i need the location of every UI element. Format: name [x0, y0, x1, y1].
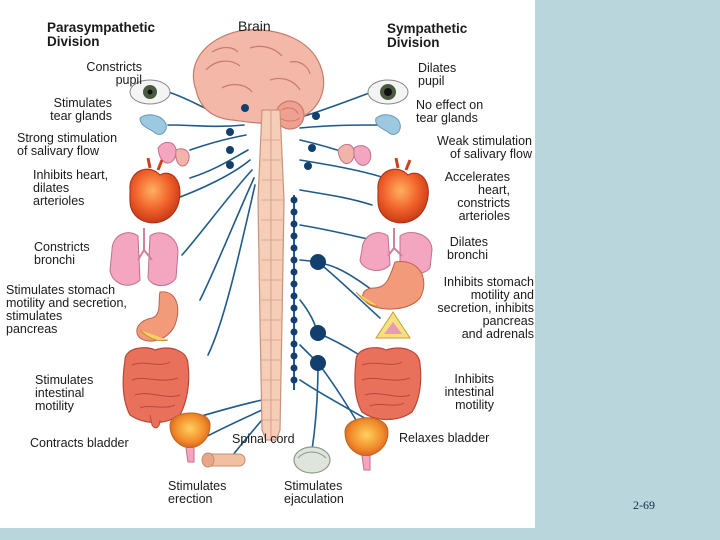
symp-label-bladder: Relaxes bladder [399, 431, 490, 445]
left-eye [129, 79, 171, 105]
para-label-bladder: Contracts bladder [30, 436, 129, 450]
para-label-salivary: Strong stimulation of salivary flow [17, 131, 118, 158]
para-label-tear-glands: Stimulates tear glands [50, 96, 112, 123]
right-stomach [355, 261, 425, 310]
left-tear-gland [139, 114, 167, 135]
adrenal-gland [375, 311, 411, 339]
para-label-heart: Inhibits heart, dilates arterioles [33, 168, 109, 208]
slide-number: 2-69 [633, 498, 655, 512]
right-salivary-glands [337, 143, 372, 166]
para-label-intestine: Stimulates intestinal motility [35, 373, 94, 413]
right-eye [367, 79, 409, 105]
sympathetic-chain [290, 195, 298, 390]
left-stomach [136, 291, 179, 342]
symp-label-salivary: Weak stimulation of salivary flow [437, 134, 532, 161]
sympathetic-division-header: Sympathetic Division [387, 21, 468, 50]
left-bladder [169, 412, 211, 463]
penis-illustration [201, 452, 246, 468]
ganglia [226, 104, 326, 371]
ejaculation-label: Stimulates ejaculation [284, 479, 344, 506]
symp-label-pupil: Dilates pupil [418, 61, 457, 88]
para-label-stomach: Stimulates stomach motility and secretio… [6, 283, 127, 336]
diagram-artwork [109, 29, 433, 474]
symp-label-stomach: Inhibits stomach motility and secretion,… [437, 275, 534, 341]
testis-illustration [293, 446, 331, 474]
left-intestines [122, 347, 190, 429]
brain [192, 29, 325, 130]
spinal-cord [257, 109, 285, 441]
parasympathetic-division-header: Parasympathetic Division [47, 20, 156, 49]
symp-label-tear-glands: No effect on tear glands [416, 98, 484, 125]
right-tear-gland [375, 114, 401, 135]
para-label-bronchi: Constricts bronchi [34, 240, 90, 267]
erection-label: Stimulates erection [168, 479, 227, 506]
right-bladder [344, 417, 389, 471]
spinal-cord-label: Spinal cord [232, 432, 295, 446]
autonomic-nervous-system-diagram: Parasympathetic Division Brain Sympathet… [0, 0, 535, 528]
right-lungs [359, 228, 433, 275]
symp-label-intestine: Inhibits intestinal motility [444, 372, 494, 412]
left-lungs [109, 228, 179, 286]
left-heart [129, 157, 181, 224]
para-label-pupil: Constricts pupil [86, 60, 142, 87]
symp-label-bronchi: Dilates bronchi [447, 235, 488, 262]
brain-label: Brain [238, 18, 271, 34]
symp-label-heart: Accelerates heart, constricts arterioles [444, 170, 510, 223]
right-heart [377, 157, 429, 224]
left-salivary-glands [157, 141, 190, 167]
right-intestines [354, 347, 422, 421]
